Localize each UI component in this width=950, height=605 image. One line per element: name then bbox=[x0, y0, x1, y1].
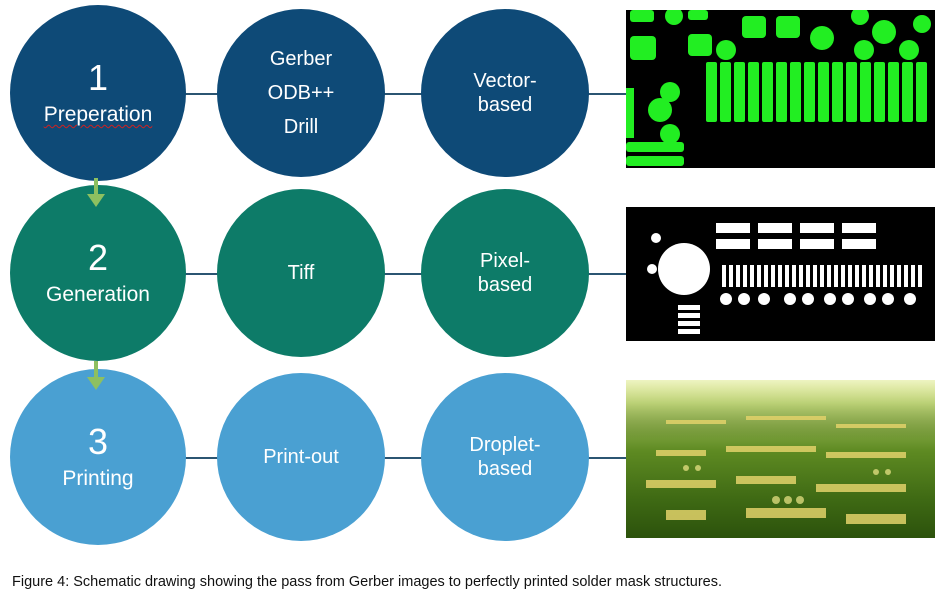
down-arrow-icon bbox=[87, 178, 105, 207]
stage-circle-generation: 2 Generation bbox=[10, 185, 186, 361]
format-label: Drill bbox=[283, 116, 319, 138]
formats-circle-row3: Print-out bbox=[217, 373, 385, 541]
format-label: Gerber bbox=[269, 48, 333, 70]
format-label: Tiff bbox=[287, 262, 315, 284]
tiff-bitmap-graphic bbox=[647, 223, 922, 334]
method-label-line: based bbox=[477, 94, 533, 116]
method-label-line: based bbox=[477, 458, 533, 480]
down-arrow-icon bbox=[87, 361, 105, 390]
row2-connector bbox=[180, 273, 628, 275]
method-label-line: Vector- bbox=[473, 70, 537, 92]
method-circle-row1: Vector- based bbox=[421, 9, 589, 177]
stage-label: Generation bbox=[46, 283, 150, 306]
method-circle-row3: Droplet- based bbox=[421, 373, 589, 541]
tiff-bitmap-image bbox=[626, 207, 935, 341]
stage-number: 1 bbox=[87, 57, 109, 98]
stage-number: 3 bbox=[87, 421, 109, 462]
method-label-line: Pixel- bbox=[479, 250, 530, 272]
formats-circle-row2: Tiff bbox=[217, 189, 385, 357]
process-diagram: 1 Preperation Gerber ODB++ Drill Vector-… bbox=[10, 5, 935, 545]
format-label: ODB++ bbox=[267, 82, 335, 104]
stage-number: 2 bbox=[87, 237, 109, 278]
stage-circle-preparation: 1 Preperation bbox=[10, 5, 186, 181]
stage-label: Printing bbox=[62, 467, 134, 490]
printed-pcb-photo bbox=[626, 380, 935, 538]
pcb-photo-graphic bbox=[626, 380, 935, 524]
formats-circle-row1: Gerber ODB++ Drill bbox=[217, 9, 385, 177]
figure-caption: Figure 4: Schematic drawing showing the … bbox=[12, 574, 722, 590]
method-label-line: Droplet- bbox=[469, 434, 541, 456]
method-circle-row2: Pixel- based bbox=[421, 189, 589, 357]
method-label-line: based bbox=[477, 274, 533, 296]
gerber-vector-image bbox=[626, 10, 935, 168]
stage-circle-printing: 3 Printing bbox=[10, 369, 186, 545]
row1-connector bbox=[180, 93, 628, 95]
gerber-vector-graphic bbox=[626, 10, 931, 166]
stage-label: Preperation bbox=[43, 103, 153, 126]
row3-connector bbox=[180, 457, 628, 459]
format-label: Print-out bbox=[263, 446, 339, 468]
